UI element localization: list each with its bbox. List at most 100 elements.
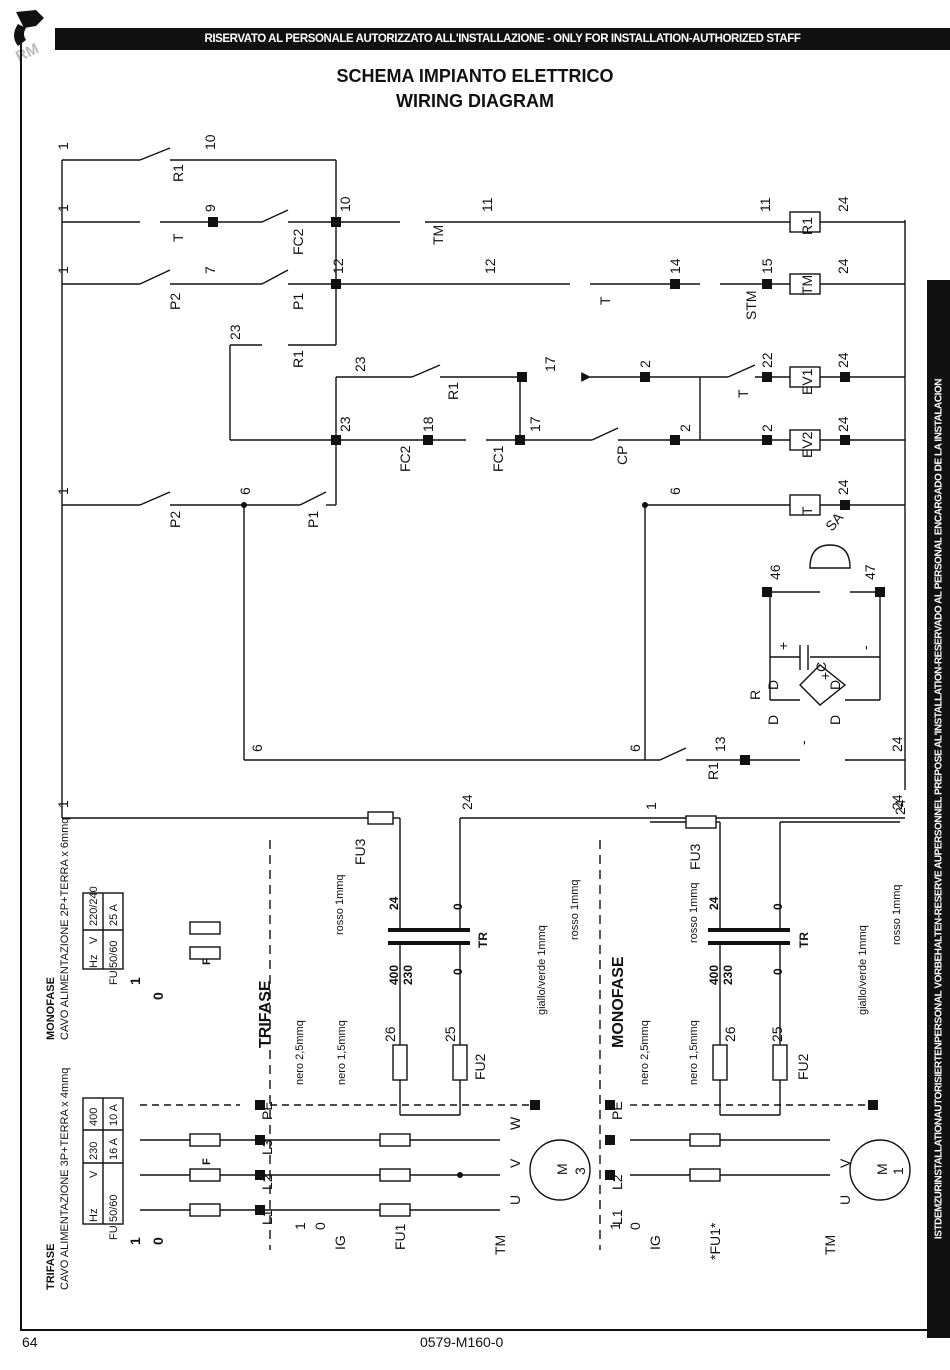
component-labels: R1 T FC2 TM R1 P2 P1 T STM TM R1 R1 T EV… xyxy=(127,164,906,1260)
wire-2-c: 2 xyxy=(759,424,775,432)
tr-400-b: 400 xyxy=(707,965,721,985)
label-F-b: F xyxy=(201,958,213,965)
circuit-lines xyxy=(61,147,911,1250)
wire-23-b: 23 xyxy=(352,356,368,372)
label-U-a: U xyxy=(507,1195,523,1205)
label-EV2: EV2 xyxy=(799,431,815,458)
label-PE-a: PE xyxy=(259,1101,275,1120)
tr-230-a: 230 xyxy=(401,965,415,985)
label-U-b: U xyxy=(837,1195,853,1205)
cable-nero25-b: nero 2,5mmq xyxy=(639,1020,651,1085)
label-FC2-b: FC2 xyxy=(397,445,413,472)
label-IG-b: IG xyxy=(647,1235,663,1250)
document-code: 0579-M160-0 xyxy=(420,1334,504,1350)
label-L2-a: L2 xyxy=(259,1174,275,1190)
section-monofase: MONOFASE xyxy=(610,956,627,1048)
wire-15: 15 xyxy=(759,258,775,274)
label-D-3: D xyxy=(765,715,781,725)
label-STM: STM xyxy=(743,290,759,320)
label-minus-b: - xyxy=(795,740,811,745)
wire-23-a: 23 xyxy=(227,324,243,340)
tr-400-a: 400 xyxy=(387,965,401,985)
label-PE-b: PE xyxy=(609,1101,625,1120)
wire-2-a: 2 xyxy=(637,360,653,368)
label-R1-b: R1 xyxy=(290,350,306,368)
tr-label-b: TR xyxy=(797,932,811,948)
tri-v: V xyxy=(88,1170,100,1178)
label-C: C xyxy=(813,662,829,672)
wire-17-a: 17 xyxy=(542,356,558,372)
label-one-b: 1 xyxy=(607,1222,623,1230)
label-zero-d: 0 xyxy=(150,992,166,1000)
wire-1-d: 1 xyxy=(55,487,71,495)
frame-bottom xyxy=(20,1329,928,1331)
wire-24-b: 24 xyxy=(835,258,851,274)
title-italian: SCHEMA IMPIANTO ELETTRICO xyxy=(336,66,614,86)
page-number: 64 xyxy=(22,1334,38,1350)
cable-rosso-a: rosso 1mmq xyxy=(334,874,346,935)
label-FU3-b: FU3 xyxy=(687,843,703,870)
label-L1-b: L1 xyxy=(609,1209,625,1225)
wire-24-i: 24 xyxy=(892,799,908,815)
label-P1-a: P1 xyxy=(290,293,306,310)
wire-9: 9 xyxy=(202,204,218,212)
tri-volts-400: 400 xyxy=(88,1108,100,1126)
label-R1-c: R1 xyxy=(445,382,461,400)
mono-hz: Hz xyxy=(88,955,100,968)
mono-amps: 25 A xyxy=(108,903,120,926)
label-1-motor: 1 xyxy=(890,1167,906,1175)
label-IG-a: IG xyxy=(332,1235,348,1250)
mono-volts: 220/240 xyxy=(88,886,100,926)
cable-labels: rosso 1mmq rosso 1mmq rosso 1mmq rosso 1… xyxy=(294,874,903,1085)
wire-7: 7 xyxy=(202,266,218,274)
label-L3: L3 xyxy=(259,1139,275,1155)
wire-24-a: 24 xyxy=(835,196,851,212)
label-TM-a: TM xyxy=(430,225,446,245)
wire-26-a: 26 xyxy=(382,1026,398,1042)
mono-v: V xyxy=(88,936,100,944)
label-SA: SA xyxy=(822,509,847,534)
label-R: R xyxy=(747,690,763,700)
label-one-d: 1 xyxy=(127,977,143,985)
wire-24-c: 24 xyxy=(835,352,851,368)
cable-giallo-b: giallo/verde 1mmq xyxy=(857,925,869,1015)
label-P2-b: P2 xyxy=(167,511,183,528)
label-L1-a: L1 xyxy=(259,1209,275,1225)
label-plus-b: + xyxy=(817,672,833,680)
wire-10-b: 10 xyxy=(337,196,353,212)
label-FU1-star: *FU1* xyxy=(707,1222,723,1260)
wire-22: 22 xyxy=(759,352,775,368)
label-FU2-b: FU2 xyxy=(795,1053,811,1080)
wire-12-b: 12 xyxy=(482,258,498,274)
tr-0-b: 0 xyxy=(451,968,465,975)
wire-1-b: 1 xyxy=(55,204,71,212)
cable-rosso-d: rosso 1mmq xyxy=(891,884,903,945)
label-TM-b: TM xyxy=(492,1235,508,1255)
cable-rosso-c: rosso 1mmq xyxy=(688,882,700,943)
wire-24-d: 24 xyxy=(835,416,851,432)
tr-24-a: 24 xyxy=(387,896,401,910)
label-T-a: T xyxy=(170,233,186,242)
label-L2-b: L2 xyxy=(609,1174,625,1190)
label-D-2: D xyxy=(827,680,843,690)
label-zero-c: 0 xyxy=(150,1237,166,1245)
label-zero-b: 0 xyxy=(627,1222,643,1230)
label-P1-b: P1 xyxy=(305,511,321,528)
label-FU3-a: FU3 xyxy=(352,838,368,865)
tr-230-b: 230 xyxy=(721,965,735,985)
wire-1-a: 1 xyxy=(55,142,71,150)
label-M-a: M xyxy=(554,1163,570,1175)
wire-18: 18 xyxy=(420,416,436,432)
tri-fu: FU xyxy=(108,1225,120,1240)
wire-6-d: 6 xyxy=(627,744,643,752)
staff-banner: RISERVATO AL PERSONALE AUTORIZZATO ALL'I… xyxy=(55,28,950,50)
label-3: 3 xyxy=(572,1167,588,1175)
tr-label-a: TR xyxy=(476,932,490,948)
wire-46: 46 xyxy=(767,564,783,580)
tr-0-c: 0 xyxy=(771,903,785,910)
label-V-a: V xyxy=(507,1158,523,1168)
label-V-b: V xyxy=(837,1158,853,1168)
tri-volts-230: 230 xyxy=(88,1142,100,1160)
label-FC1: FC1 xyxy=(490,445,506,472)
wire-6-a: 6 xyxy=(237,487,253,495)
